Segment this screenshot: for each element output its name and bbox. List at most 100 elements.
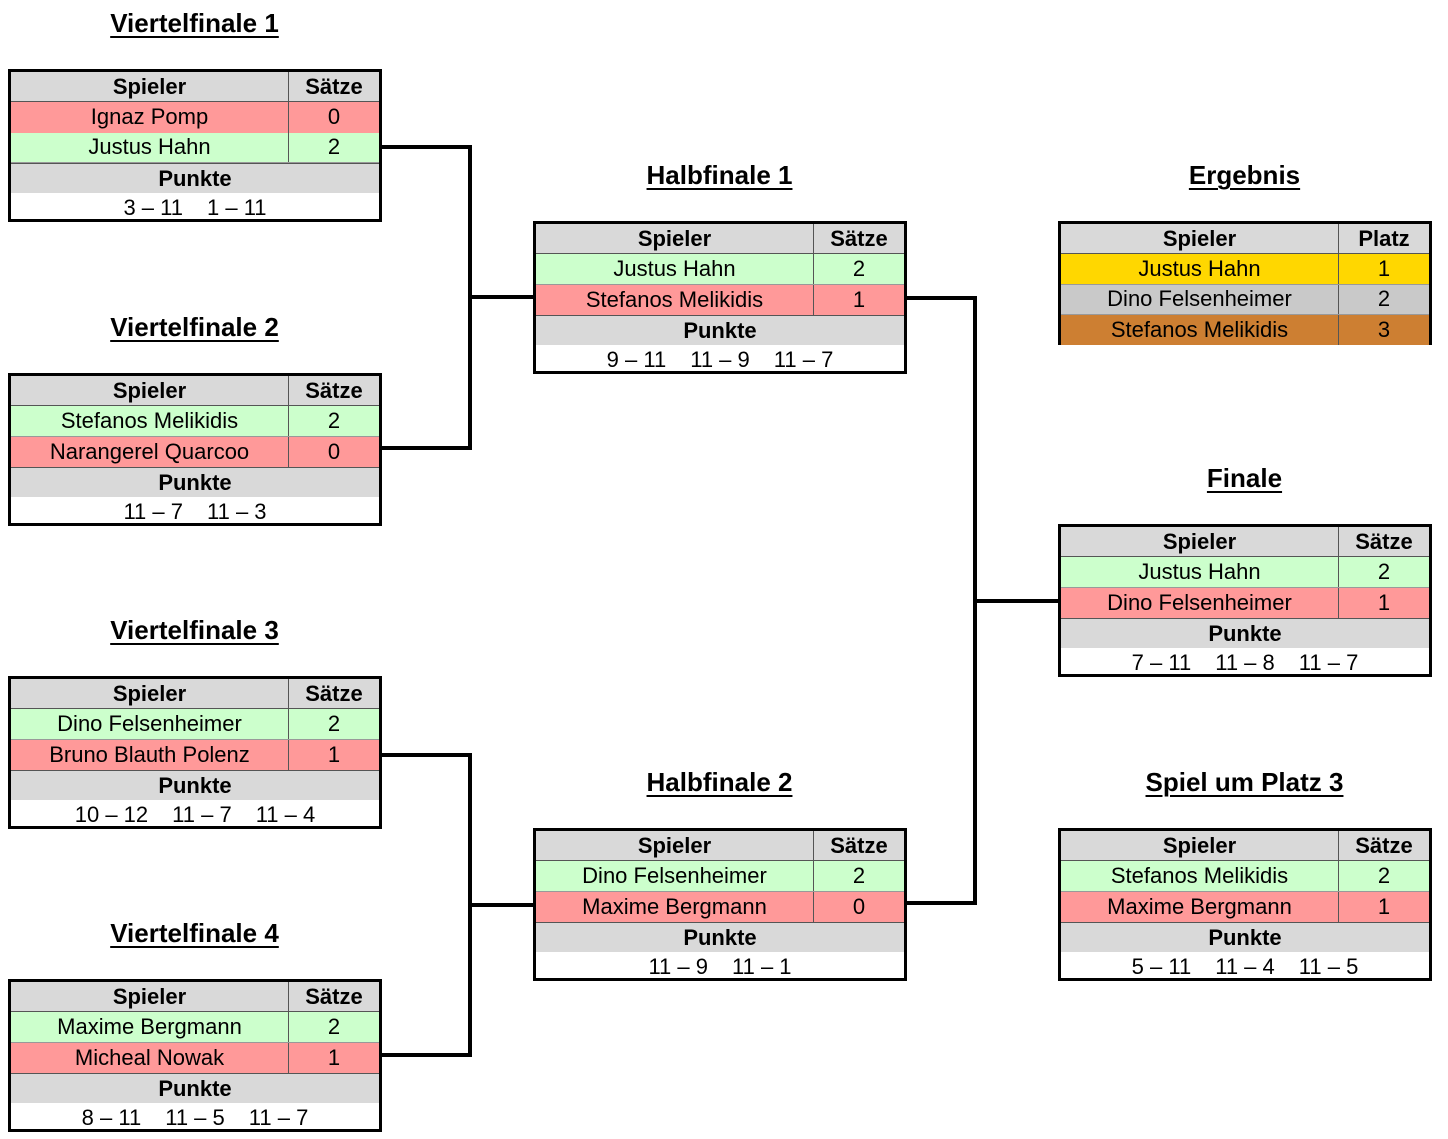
- player-name: Narangerel Quarcoo: [11, 436, 289, 467]
- player-name: Dino Felsenheimer: [1061, 284, 1339, 314]
- set-score: 11 – 1: [732, 954, 792, 980]
- result-title: Ergebnis: [1188, 160, 1301, 190]
- player-name: Maxime Bergmann: [11, 1012, 289, 1042]
- player-row-loser: Ignaz Pomp 0: [11, 102, 379, 133]
- set-score: 10 – 12: [74, 802, 149, 828]
- header-row: Spieler Platz: [1061, 224, 1429, 255]
- match-title-vf3: Viertelfinale 3: [110, 615, 279, 645]
- set-score: 1 – 11: [207, 195, 267, 221]
- set-score: 11 – 5: [1298, 954, 1359, 980]
- player-sets: 1: [1377, 893, 1391, 919]
- player-sets: 1: [852, 286, 866, 312]
- header-player: Spieler: [11, 982, 289, 1012]
- set-score: 11 – 3: [207, 499, 267, 525]
- set-score: 11 – 7: [773, 347, 834, 373]
- player-row-winner: Maxime Bergmann 2: [11, 1012, 379, 1043]
- player-row-loser: Narangerel Quarcoo 0: [11, 436, 379, 467]
- connector-vf1-hf1: [381, 145, 534, 299]
- match-table-vf2: Spieler Sätze Stefanos Melikidis 2 Narange…: [8, 373, 382, 526]
- set-score: 11 – 7: [1298, 650, 1359, 676]
- player-sets: 2: [852, 862, 866, 888]
- player-sets: 2: [852, 255, 866, 281]
- header-player: Spieler: [11, 72, 289, 102]
- set-score: 11 – 7: [123, 499, 183, 525]
- player-row-winner: Stefanos Melikidis 2: [11, 406, 379, 437]
- player-place: 1: [1377, 255, 1391, 281]
- player-name: Dino Felsenheimer: [11, 709, 289, 739]
- player-sets: 2: [327, 407, 341, 433]
- header-row: Spieler Sätze: [1061, 831, 1429, 862]
- header-sets: Sätze: [305, 377, 363, 403]
- player-sets: 0: [852, 893, 866, 919]
- player-sets: 0: [327, 104, 341, 130]
- match-title-p3: Spiel um Platz 3: [1145, 767, 1344, 797]
- set-score: 9 – 11: [606, 347, 667, 373]
- player-name: Stefanos Melikidis: [536, 284, 814, 315]
- header-player: Spieler: [11, 376, 289, 406]
- connector-vf3-hf2: [381, 753, 534, 907]
- player-sets: 0: [327, 438, 341, 464]
- player-name: Stefanos Melikidis: [1061, 314, 1339, 346]
- points-label: Punkte: [11, 466, 379, 498]
- header-player: Spieler: [536, 831, 814, 861]
- header-player: Spieler: [1061, 224, 1339, 254]
- connector-hf1-final: [905, 296, 1059, 603]
- player-name: Dino Felsenheimer: [536, 861, 814, 891]
- header-place: Platz: [1358, 225, 1410, 251]
- header-sets: Sätze: [830, 225, 888, 251]
- points-label: Punkte: [536, 314, 904, 346]
- header-player: Spieler: [1061, 831, 1339, 861]
- set-score: 11 – 7: [248, 1105, 309, 1131]
- match-title-vf2: Viertelfinale 2: [110, 312, 279, 342]
- header-row: Spieler Sätze: [11, 376, 379, 407]
- match-title-hf2: Halbfinale 2: [646, 767, 793, 797]
- player-name: Ignaz Pomp: [11, 102, 289, 133]
- header-sets: Sätze: [1355, 832, 1413, 858]
- header-sets: Sätze: [830, 832, 888, 858]
- set-score: 8 – 11: [81, 1105, 142, 1131]
- player-name: Justus Hahn: [1061, 557, 1339, 587]
- match-title-final: Finale: [1206, 463, 1283, 493]
- points-label: Punkte: [11, 769, 379, 801]
- match-title-hf1: Halbfinale 1: [646, 160, 793, 190]
- points-row: 11 – 7 11 – 3: [11, 497, 379, 527]
- player-name: Stefanos Melikidis: [11, 406, 289, 436]
- header-row: Spieler Sätze: [11, 72, 379, 103]
- player-sets: 2: [1377, 862, 1391, 888]
- points-row: 3 – 11 1 – 11: [11, 193, 379, 223]
- player-row-loser: Stefanos Melikidis 1: [536, 284, 904, 315]
- points-label: Punkte: [1061, 921, 1429, 953]
- points-row: 11 – 9 11 – 1: [536, 952, 904, 982]
- match-title-vf4: Viertelfinale 4: [110, 918, 279, 948]
- set-score: 11 – 9: [690, 347, 750, 373]
- points-label: Punkte: [11, 1072, 379, 1104]
- player-sets: 2: [327, 1013, 341, 1039]
- set-score: 3 – 11: [123, 195, 183, 221]
- match-title-vf1: Viertelfinale 1: [110, 8, 279, 38]
- set-score: 11 – 9: [648, 954, 708, 980]
- header-sets: Sätze: [305, 73, 363, 99]
